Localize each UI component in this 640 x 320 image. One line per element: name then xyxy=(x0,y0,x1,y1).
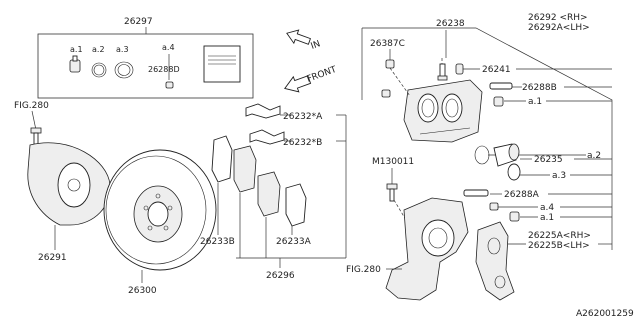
bleeder-screw-icon xyxy=(437,63,448,81)
kit-sleeve-icon xyxy=(165,81,174,89)
pad-clip-a-icon xyxy=(245,103,281,119)
fig-280-bottom-label[interactable]: FIG.280 xyxy=(346,265,381,275)
kit-box-frame xyxy=(37,33,254,99)
brake-rotor-icon xyxy=(103,149,217,271)
piston-boot-icon xyxy=(507,163,521,181)
bleeder-cap-icon xyxy=(385,59,395,69)
kit-item-a3[interactable]: a.3 xyxy=(116,45,129,54)
brake-pad-inner-shim-icon xyxy=(211,135,233,183)
pad-b-label[interactable]: 26233B xyxy=(200,237,235,247)
ref-a1-bottom-label[interactable]: a.1 xyxy=(540,213,554,223)
boot-label[interactable]: 26241 xyxy=(482,65,511,75)
kit-cap-icon xyxy=(69,55,81,73)
bolt-m130011-label[interactable]: M130011 xyxy=(372,157,414,167)
front-arrow-icon xyxy=(284,75,312,93)
kit-item-a2[interactable]: a.2 xyxy=(92,45,105,54)
brake-pad-inner-icon xyxy=(233,145,257,193)
support-rh-label[interactable]: 26225A<RH> xyxy=(528,231,591,241)
caliper-support-bracket-icon xyxy=(475,221,515,301)
caliper-rh-label[interactable]: 26292 <RH> xyxy=(528,13,588,23)
guide-pin-b-icon xyxy=(489,82,513,90)
kit-item-a1[interactable]: a.1 xyxy=(70,45,83,54)
diagram-code: A262001259 xyxy=(576,309,634,319)
piston-seal-icon xyxy=(474,145,490,165)
caliper-lh-label[interactable]: 26292A<LH> xyxy=(528,23,590,33)
bolt-icon xyxy=(30,127,42,146)
brake-caliper-icon xyxy=(403,79,483,143)
splash-shield-icon xyxy=(27,142,111,226)
rotor-label[interactable]: 26300 xyxy=(128,286,157,296)
pad-set-label[interactable]: 26296 xyxy=(266,271,295,281)
caliper-bolt-icon xyxy=(381,89,391,98)
ref-a3-label[interactable]: a.3 xyxy=(552,171,566,181)
ref-a2-label[interactable]: a.2 xyxy=(587,151,601,161)
front-label: FRONT xyxy=(306,65,339,85)
kit-item-a4[interactable]: a.4 xyxy=(162,43,175,52)
in-label: IN xyxy=(310,39,322,52)
brake-pad-outer-shim-icon xyxy=(285,183,307,227)
in-arrow-icon xyxy=(286,29,311,45)
steering-knuckle-icon xyxy=(385,197,469,301)
brake-pad-outer-icon xyxy=(257,171,281,217)
support-lh-label[interactable]: 26225B<LH> xyxy=(528,241,590,251)
piston-icon xyxy=(493,143,520,167)
bleeder-cap-label[interactable]: 26387C xyxy=(370,39,405,49)
dust-cap-top-icon xyxy=(493,96,504,107)
dust-cap-bottom-icon xyxy=(509,211,520,222)
guide-pin-a-icon xyxy=(463,189,489,197)
pad-clip-b-label[interactable]: 26232*B xyxy=(283,138,322,148)
pad-clip-b-icon xyxy=(249,129,285,145)
kit-sub-part[interactable]: 26288D xyxy=(148,65,180,74)
kit-ring-small-icon xyxy=(91,62,107,78)
ref-a1-top-label[interactable]: a.1 xyxy=(528,97,542,107)
pad-a-label[interactable]: 26233A xyxy=(276,237,312,247)
kit-seal-icon xyxy=(114,61,134,79)
ref-a4-label[interactable]: a.4 xyxy=(540,203,554,213)
fig-280-top-label[interactable]: FIG.280 xyxy=(14,101,49,111)
knuckle-bolt-icon xyxy=(386,183,398,202)
kit-part-number[interactable]: 26297 xyxy=(124,17,153,27)
splash-shield-label[interactable]: 26291 xyxy=(38,253,67,263)
guide-pin-b-label[interactable]: 26288B xyxy=(522,83,557,93)
pad-clip-a-label[interactable]: 26232*A xyxy=(283,112,323,122)
piston-label[interactable]: 26235 xyxy=(534,155,563,165)
bleeder-label[interactable]: 26238 xyxy=(436,19,465,29)
sleeve-icon xyxy=(489,202,499,211)
boot-icon xyxy=(455,63,464,75)
guide-pin-a-label[interactable]: 26288A xyxy=(504,190,540,200)
